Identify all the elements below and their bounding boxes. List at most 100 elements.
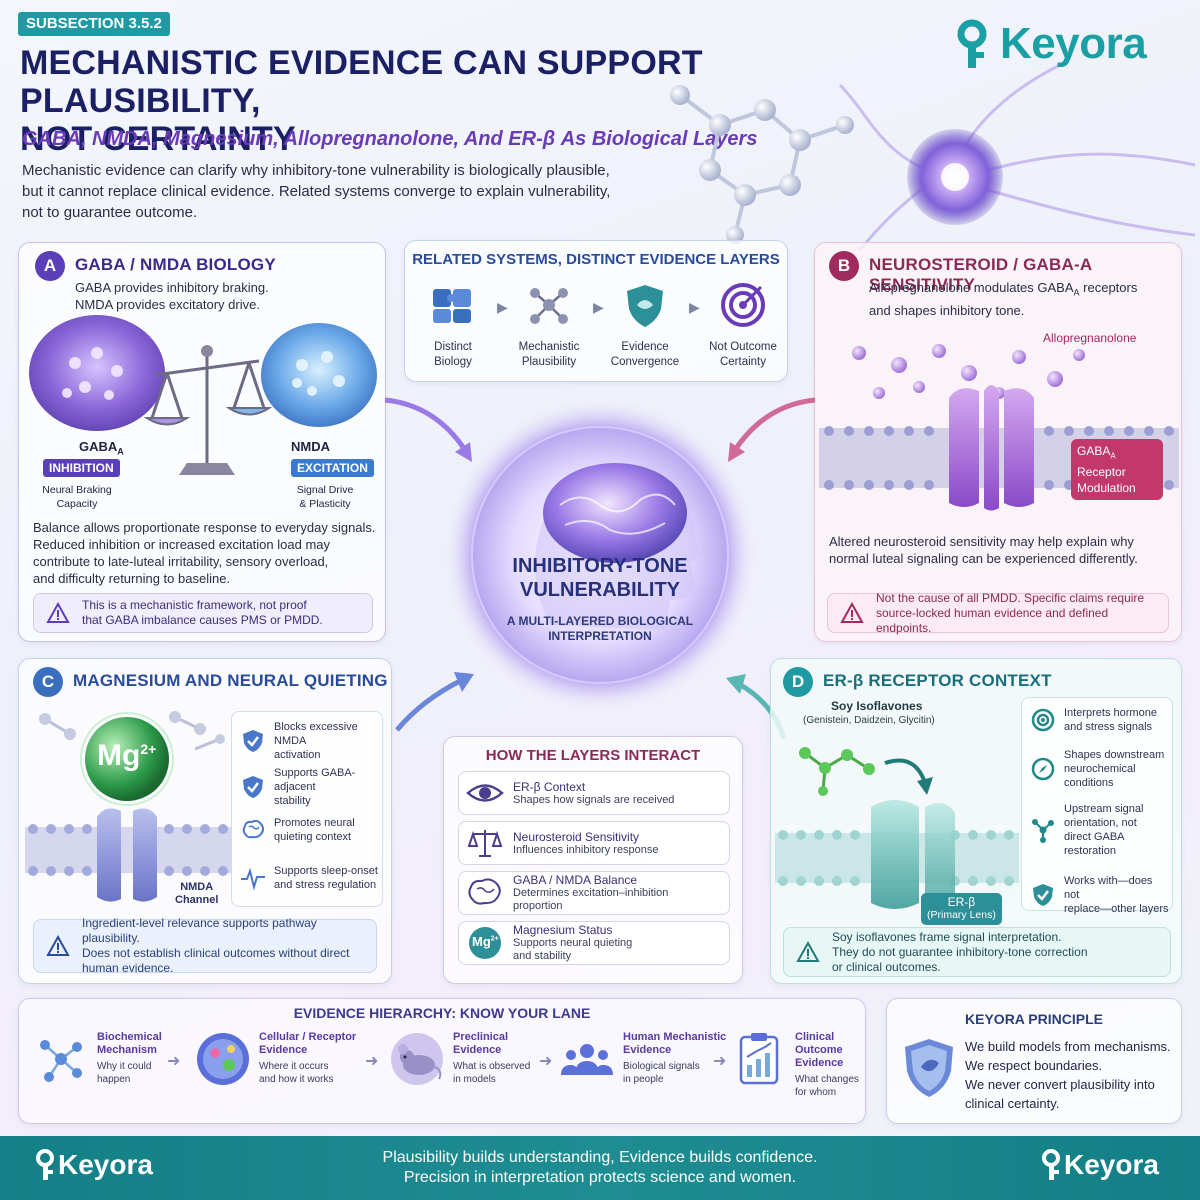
panel-magnesium: C MAGNESIUM AND NEURAL QUIETING Mg2+ NMD…: [18, 658, 392, 984]
page-subtitle: GABA, NMDA, Magnesium, Allopregnanolone,…: [22, 128, 758, 150]
panel-b-title: NEUROSTEROID / GABA-A SENSITIVITY: [869, 255, 1092, 294]
panel-er-beta: D ER-β RECEPTOR CONTEXT Soy Isoflavones …: [770, 658, 1182, 984]
intro-text: Mechanistic evidence can clarify why inh…: [22, 162, 611, 221]
shield-icon: [627, 285, 663, 327]
pulse-icon: [241, 867, 265, 891]
interaction-title: HOW THE LAYERS INTERACT: [485, 747, 701, 764]
warning-icon: [46, 602, 70, 623]
brain-icon: [242, 819, 264, 839]
principle-title: KEYORA PRINCIPLE: [965, 1011, 1103, 1027]
target-icon: [721, 283, 765, 327]
panel-badge-c: C: [33, 667, 63, 697]
panel-badge-d: D: [783, 667, 813, 697]
footer-brand-right: Keyora: [1040, 1148, 1159, 1182]
related-systems-title: RELATED SYSTEMS, DISTINCT EVIDENCE LAYER…: [412, 251, 780, 268]
center-title: INHIBITORY-TONE VULNERABILITY: [512, 555, 688, 601]
excitation-tag: EXCITATION: [291, 459, 374, 477]
footer-bar: [0, 1136, 1200, 1200]
mouse-icon: [391, 1033, 443, 1085]
panel-neurosteroid: B NEUROSTEROID / GABA-A SENSITIVITY Allo…: [814, 242, 1182, 642]
magnesium-icon: Mg2+: [465, 926, 505, 960]
people-icon: [561, 1044, 613, 1075]
panel-a-title: GABA / NMDA BIOLOGY: [75, 255, 276, 274]
arrow-right-icon: ▶: [593, 299, 604, 315]
soy-isoflavones-label: Soy Isoflavones: [831, 699, 923, 713]
warning-icon: [46, 935, 70, 956]
arrow-right-icon: ➜: [167, 1053, 181, 1070]
panel-a-intro: GABA provides inhibitory braking. NMDA p…: [75, 280, 269, 312]
gaba-label: GABAA: [79, 439, 124, 457]
panel-a-caution-note: This is a mechanistic framework, not pro…: [33, 593, 373, 633]
arrow-right-icon: ▶: [689, 299, 700, 315]
eye-icon: [466, 784, 504, 802]
nmda-label: NMDA: [291, 439, 330, 454]
inhibition-tag: INHIBITION: [43, 459, 120, 477]
arrow-right-icon: ➜: [365, 1053, 379, 1070]
molecule-neuron-illustration: [670, 63, 1196, 251]
shield-check-icon: [1033, 884, 1053, 906]
page-title: MECHANISTIC EVIDENCE CAN SUPPORT PLAUSIB…: [20, 44, 703, 158]
panel-b-intro: Allopregnanolone modulates GABAA recepto…: [869, 280, 1138, 318]
panel-d-caution-note: Soy isoflavones frame signal interpretat…: [783, 927, 1171, 977]
key-logo-icon: [957, 19, 987, 68]
excitation-description: Signal Drive& Plasticity: [296, 484, 354, 510]
panel-gaba-nmda: A GABA / NMDA BIOLOGY GABA provides inhi…: [18, 242, 386, 642]
cell-icon: [197, 1033, 249, 1085]
panel-keyora-principle: KEYORA PRINCIPLE We build models from me…: [886, 998, 1182, 1124]
er-beta-primary-lens-label: ER-β(Primary Lens): [921, 893, 1002, 925]
panel-related-systems: RELATED SYSTEMS, DISTINCT EVIDENCE LAYER…: [404, 240, 788, 382]
principle-statements: We build models from mechanisms. We resp…: [965, 1039, 1171, 1111]
footer-brand-left: Keyora: [34, 1148, 153, 1182]
warning-icon: [840, 602, 864, 623]
panel-b-body: Altered neurosteroid sensitivity may hel…: [829, 534, 1138, 566]
allopregnanolone-label: Allopregnanolone: [1043, 331, 1137, 345]
footer-tagline: Plausibility builds understanding, Evide…: [382, 1149, 818, 1186]
hierarchy-title: EVIDENCE HIERARCHY: KNOW YOUR LANE: [293, 1005, 591, 1021]
target-icon: [1031, 708, 1055, 732]
molecule-icon: [1032, 819, 1054, 843]
magnesium-channel-illustration: [25, 711, 231, 902]
panel-a-body: Balance allows proportionate response to…: [33, 520, 376, 586]
arrow-right-icon: ➜: [539, 1053, 553, 1070]
panel-c-title: MAGNESIUM AND NEURAL QUIETING: [73, 671, 388, 690]
center-subtitle: A MULTI-LAYERED BIOLOGICAL INTERPRETATIO…: [506, 614, 694, 643]
brain-icon: [468, 878, 501, 905]
brand-logo-top: Keyora: [952, 18, 1147, 70]
arrow-right-icon: ▶: [497, 299, 508, 315]
scale-icon: [467, 830, 503, 857]
shield-check-icon: [243, 776, 263, 798]
shield-check-icon: [243, 730, 263, 752]
key-logo-icon: [36, 1149, 54, 1180]
panel-b-caution-note: Not the cause of all PMDD. Specific clai…: [827, 591, 1169, 635]
soy-compounds-label: (Genistein, Daidzein, Glycitin): [803, 715, 935, 726]
panel-badge-a: A: [35, 251, 65, 281]
brain-head-illustration: [442, 397, 758, 713]
gaba-nmda-balance-illustration: [29, 315, 377, 475]
panel-badge-b: B: [829, 251, 859, 281]
receptor-modulation-label: GABAA Receptor Modulation: [1071, 439, 1163, 501]
arrow-right-icon: ➜: [713, 1053, 727, 1070]
er-beta-receptor-illustration: [775, 747, 1019, 909]
